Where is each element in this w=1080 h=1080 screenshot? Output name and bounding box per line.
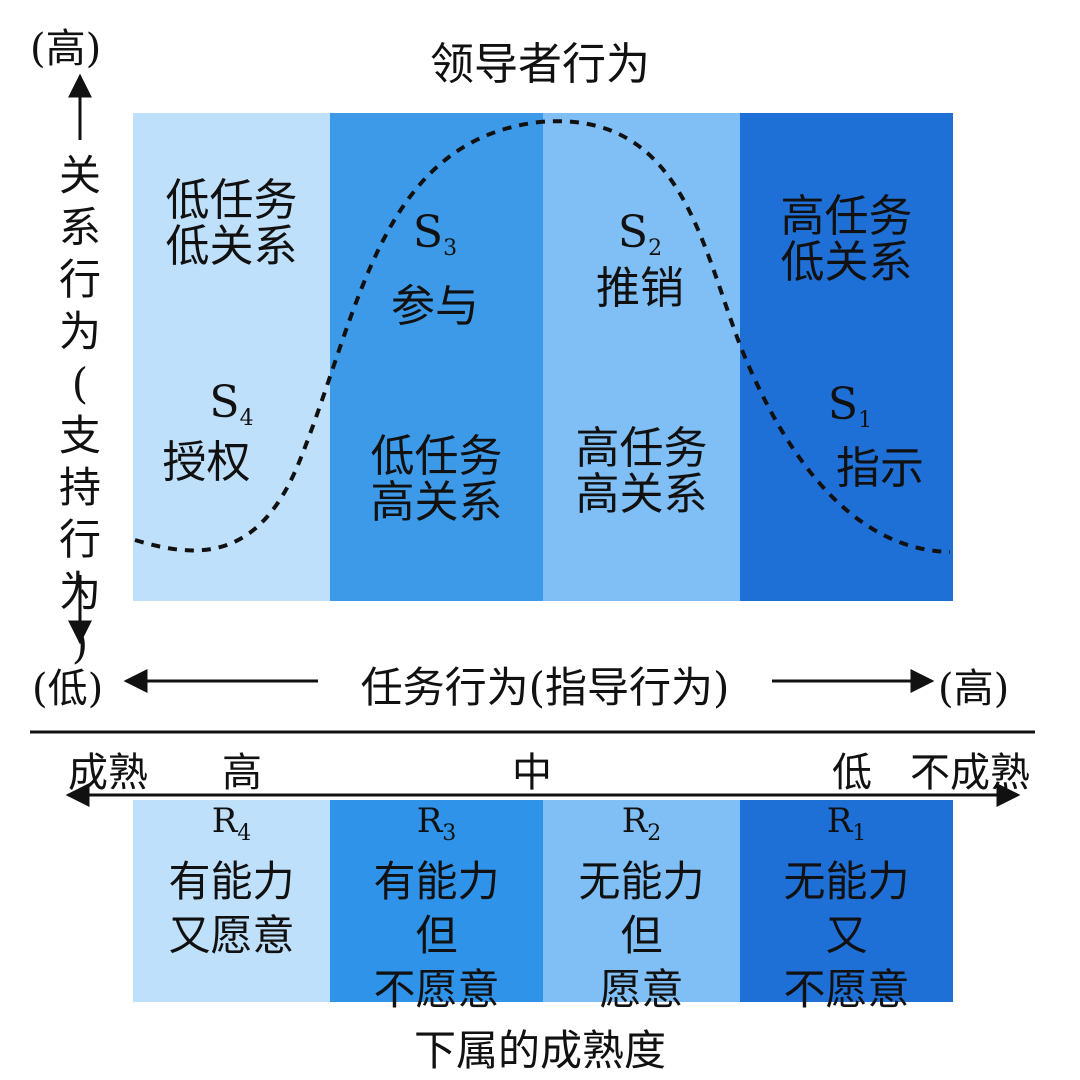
- quadrant-s3-style: 低任务高关系: [370, 431, 503, 528]
- footer-title: 下属的成熟度: [413, 1026, 666, 1075]
- maturity-high: 高: [222, 750, 262, 796]
- readiness-r2-text: R2 无能力 但 愿意: [578, 801, 705, 1014]
- quadrant-s3-code: S3: [412, 207, 458, 262]
- x-axis-label: 任务行为(指导行为): [360, 663, 730, 712]
- quadrant-s3: [330, 113, 543, 601]
- quadrant-s4-style: 低任务低关系: [165, 175, 298, 272]
- leadership-curve: [134, 119, 951, 554]
- quadrant-s4-name: 授权: [162, 437, 251, 488]
- quadrant-s1-name: 指示: [836, 443, 924, 494]
- readiness-r3-text: R3 有能力 但 不愿意: [373, 801, 500, 1014]
- quadrant-s2: [543, 113, 740, 601]
- quadrant-s2-name: 推销: [596, 263, 684, 314]
- quadrant-s3-name: 参与: [391, 281, 479, 332]
- y-axis-top-label: (高): [30, 26, 102, 72]
- x-axis-right-label: (高): [938, 666, 1010, 712]
- y-axis-label: 关 系 行 为 ( 支 持 行 为 ): [58, 151, 101, 668]
- quadrant-s4: [133, 113, 330, 601]
- quadrant-s1-style: 高任务低关系: [780, 191, 913, 288]
- maturity-mid: 中: [512, 750, 552, 796]
- readiness-r4-text: R4 有能力 又愿意: [168, 801, 295, 960]
- readiness-r3: [330, 800, 543, 1002]
- maturity-left-end: 成熟: [68, 750, 148, 796]
- quadrant-s2-style: 高任务高关系: [575, 423, 708, 520]
- diagram-title: 领导者行为: [430, 39, 650, 90]
- readiness-r2: [543, 800, 740, 1002]
- y-axis-bottom-label: (低): [32, 666, 104, 712]
- readiness-r1-text: R1 无能力 又 不愿意: [783, 801, 910, 1014]
- quadrant-s4-code: S4: [209, 377, 254, 432]
- maturity-low: 低: [832, 750, 872, 796]
- quadrant-s1-code: S1: [827, 379, 873, 434]
- readiness-r4: [133, 800, 330, 1002]
- quadrant-s2-code: S2: [617, 207, 663, 262]
- quadrant-s1: [740, 113, 953, 601]
- readiness-r1: [740, 800, 953, 1002]
- maturity-right-end: 不成熟: [910, 750, 1030, 796]
